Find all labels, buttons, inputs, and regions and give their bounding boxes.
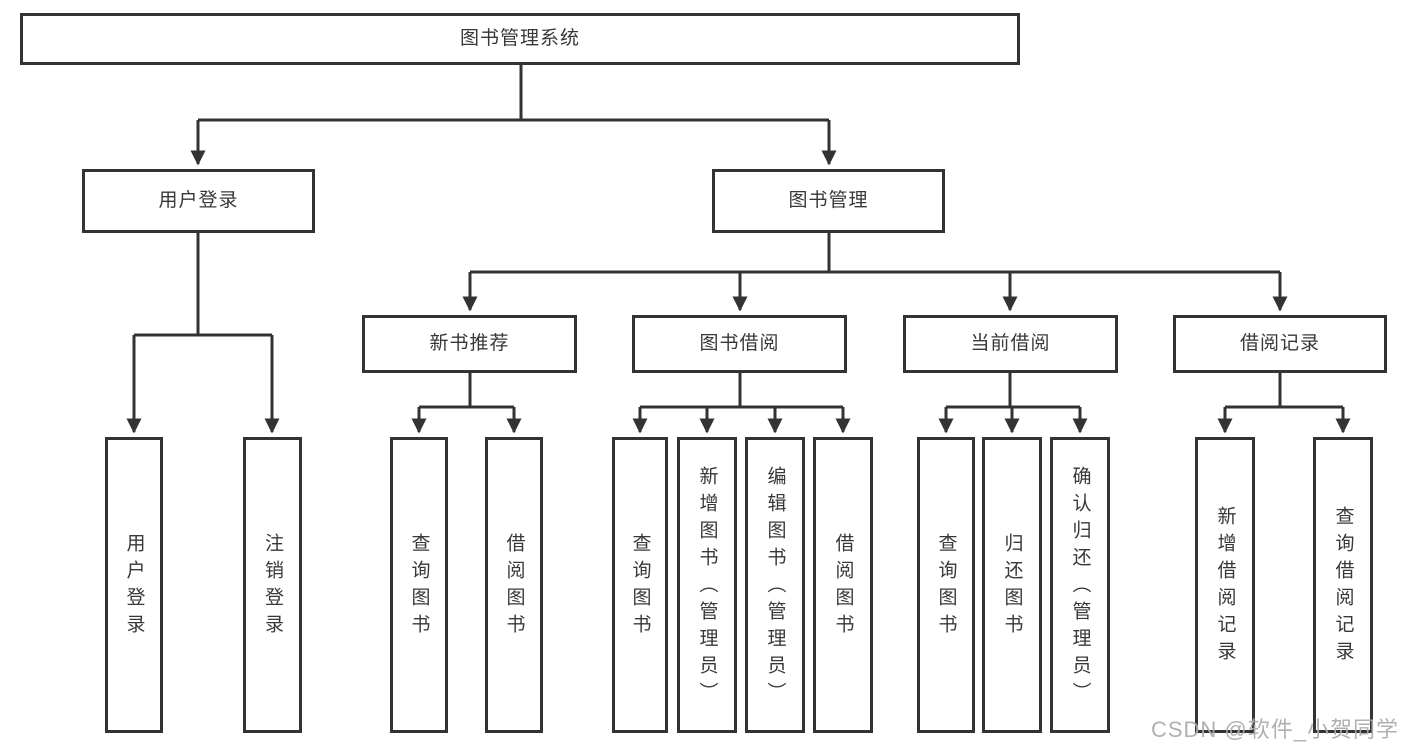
leaf-query-books: 查询图书: [612, 437, 668, 733]
leaf-logout: 注销登录: [243, 437, 302, 733]
leaf-return-books: 归还图书: [982, 437, 1042, 733]
csdn-watermark: CSDN @软件_小贺同学: [1150, 717, 1399, 742]
leaf-borrow-books: 借阅图书: [813, 437, 873, 733]
node-user-login: 用户登录: [82, 169, 315, 233]
leaf-query-books: 查询图书: [917, 437, 975, 733]
leaf-edit-books-admin: 编辑图书（管理员）: [745, 437, 805, 733]
node-borrowing-records: 借阅记录: [1173, 315, 1387, 373]
leaf-query-books: 查询图书: [390, 437, 448, 733]
node-current-borrowing: 当前借阅: [903, 315, 1118, 373]
node-library-management-system: 图书管理系统: [20, 13, 1020, 65]
node-new-book-recommendation: 新书推荐: [362, 315, 577, 373]
leaf-add-borrow-record: 新增借阅记录: [1195, 437, 1255, 733]
leaf-borrow-books: 借阅图书: [485, 437, 543, 733]
leaf-confirm-return-admin: 确认归还（管理员）: [1050, 437, 1110, 733]
node-book-borrowing: 图书借阅: [632, 315, 847, 373]
leaf-query-borrow-record: 查询借阅记录: [1313, 437, 1373, 733]
node-book-management: 图书管理: [712, 169, 945, 233]
leaf-add-books-admin: 新增图书（管理员）: [677, 437, 737, 733]
leaf-user-login: 用户登录: [105, 437, 163, 733]
